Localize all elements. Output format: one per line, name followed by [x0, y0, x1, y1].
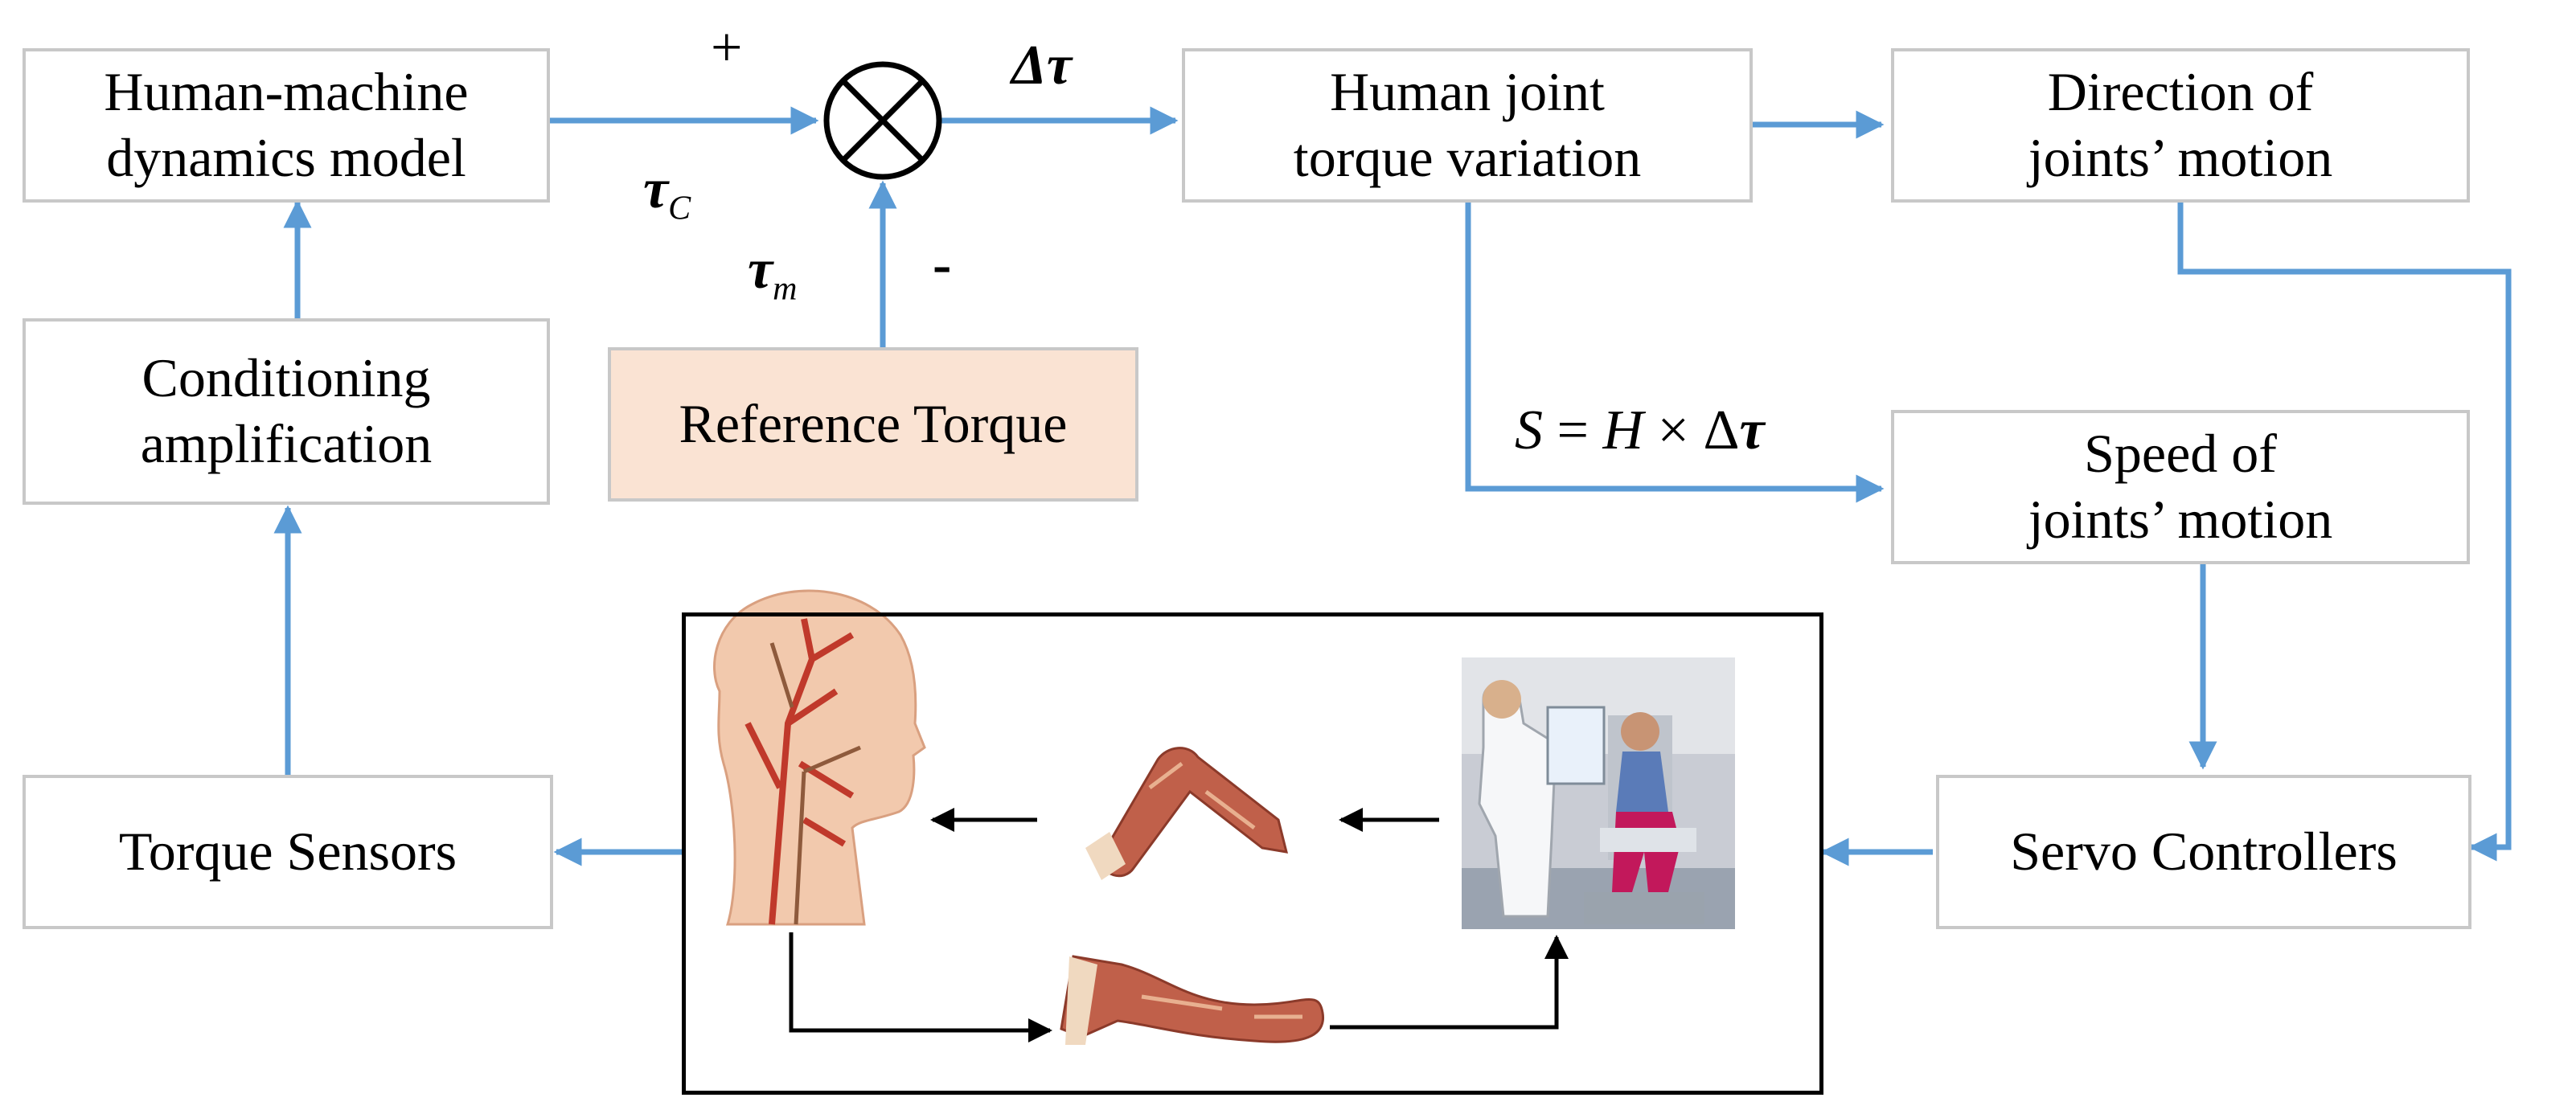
conditioning-amplification-block: Conditioning amplification — [23, 318, 550, 505]
hjtv-line-2: torque variation — [1293, 127, 1642, 188]
servo-controllers-label: Servo Controllers — [2010, 821, 2398, 883]
cond-line-2: amplification — [140, 413, 433, 474]
direction-line-2: joints’ motion — [2028, 127, 2333, 188]
formula-equals: = — [1543, 399, 1603, 461]
servo-controllers-block: Servo Controllers — [1936, 775, 2471, 929]
delta-tau-label: Δτ — [1011, 35, 1072, 96]
torque-sensors-label: Torque Sensors — [118, 821, 457, 883]
tau-m-subscript: m — [773, 270, 798, 308]
formula-s: S — [1515, 399, 1543, 461]
leg-muscle-icon — [1060, 955, 1325, 1045]
tau-c-symbol: τ — [643, 158, 669, 220]
speed-formula: S = H × Δτ — [1515, 399, 1765, 463]
rehab-photo-icon — [1462, 657, 1735, 929]
hmd-line-2: dynamics model — [106, 127, 466, 188]
reference-torque-label: Reference Torque — [679, 393, 1068, 455]
arrow-head-to-leg — [789, 932, 1052, 1042]
speed-line-2: joints’ motion — [2028, 489, 2333, 550]
arrow-hjtv-to-speed — [1465, 201, 1885, 503]
arm-muscle-icon — [1085, 747, 1289, 880]
tau-c-subscript: C — [668, 190, 691, 227]
head-vascular-icon — [713, 589, 926, 926]
cond-line-1: Conditioning — [142, 347, 431, 409]
reference-torque-block: Reference Torque — [608, 347, 1138, 502]
arrow-direction-to-servo — [2177, 203, 2512, 862]
direction-of-joints-motion-block: Direction of joints’ motion — [1891, 48, 2470, 203]
hjtv-line-1: Human joint — [1330, 61, 1605, 123]
torque-sensors-block: Torque Sensors — [23, 775, 553, 929]
summing-junction-icon — [823, 61, 942, 180]
speed-of-joints-motion-block: Speed of joints’ motion — [1891, 410, 2470, 564]
formula-tau: τ — [1739, 399, 1765, 461]
plus-sign: + — [711, 17, 743, 79]
formula-h: H — [1602, 399, 1644, 461]
tau-c-label: τC — [643, 158, 691, 228]
tau-m-label: τm — [748, 238, 797, 309]
speed-line-1: Speed of — [2084, 423, 2277, 485]
tau-m-symbol: τ — [748, 239, 773, 301]
direction-line-1: Direction of — [2047, 61, 2314, 123]
arrow-leg-to-photo — [1330, 935, 1569, 1030]
human-joint-torque-variation-block: Human joint torque variation — [1182, 48, 1753, 203]
human-machine-dynamics-model-block: Human-machine dynamics model — [23, 48, 550, 203]
patient-system-panel — [682, 612, 1823, 1095]
formula-times-delta: × Δ — [1643, 399, 1740, 461]
minus-sign: - — [933, 234, 952, 296]
hmd-line-1: Human-machine — [104, 61, 469, 123]
